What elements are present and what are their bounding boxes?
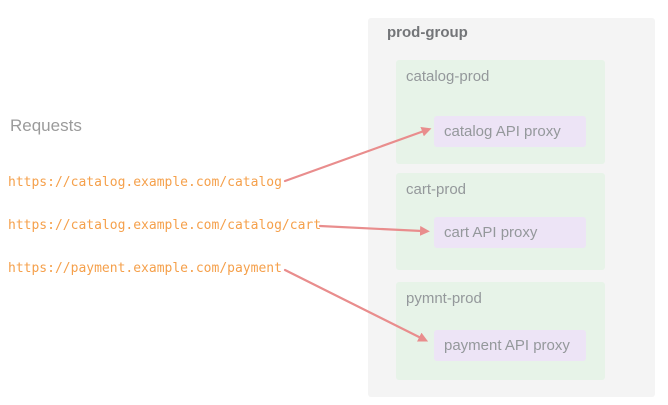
- api-proxy-box-catalog: catalog API proxy: [434, 116, 586, 147]
- request-url-payment: https://payment.example.com/payment: [8, 261, 282, 276]
- api-proxy-box-cart: cart API proxy: [434, 217, 586, 248]
- request-url-catalog-cart: https://catalog.example.com/catalog/cart: [8, 218, 322, 233]
- request-url-catalog: https://catalog.example.com/catalog: [8, 175, 282, 190]
- environment-label: catalog-prod: [406, 68, 490, 85]
- prod-group-title: prod-group: [387, 24, 468, 41]
- environment-label: cart-prod: [406, 181, 467, 198]
- environment-box-pymnt-prod: pymnt-prod payment API proxy: [396, 282, 605, 380]
- api-proxy-box-payment: payment API proxy: [434, 330, 586, 361]
- environment-box-catalog-prod: catalog-prod catalog API proxy: [396, 60, 605, 164]
- requests-heading: Requests: [10, 116, 82, 135]
- prod-group-container: prod-group catalog-prod catalog API prox…: [368, 18, 655, 397]
- environment-label: pymnt-prod: [406, 290, 482, 307]
- environment-box-cart-prod: cart-prod cart API proxy: [396, 173, 605, 270]
